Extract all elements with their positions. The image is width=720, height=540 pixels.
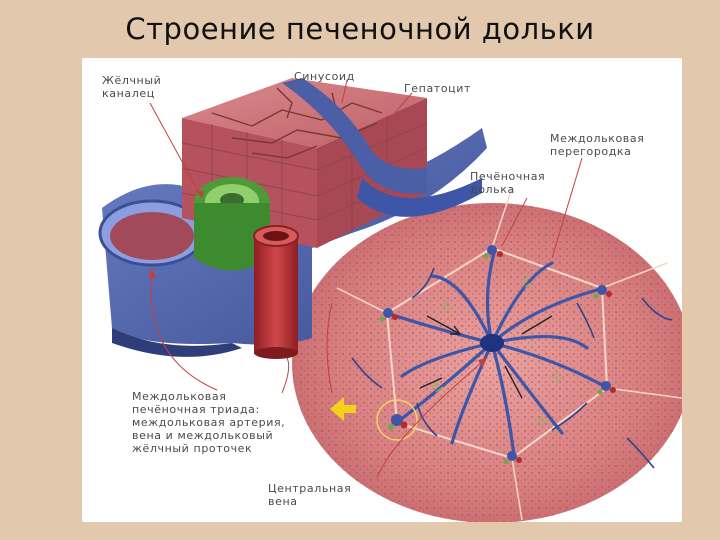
hepatic-artery: [254, 226, 298, 359]
label-bile-canaliculus: Жёлчный каналец: [102, 74, 161, 100]
label-hepatic-lobule: Печёночная долька: [470, 170, 545, 196]
label-portal-triad: Междольковая печёночная триада: междольк…: [132, 390, 285, 455]
label-central-vein: Центральная вена: [268, 482, 351, 508]
label-sinusoid: Синусоид: [294, 70, 355, 83]
slide-title: Строение печеночной дольки: [0, 12, 720, 46]
hepatic-lobule-section: [292, 188, 682, 522]
liver-lobule-figure: Жёлчный каналец Синусоид Гепатоцит Междо…: [82, 58, 682, 522]
label-interlobular-septum: Междольковая перегородка: [550, 132, 644, 158]
label-hepatocyte: Гепатоцит: [404, 82, 471, 95]
